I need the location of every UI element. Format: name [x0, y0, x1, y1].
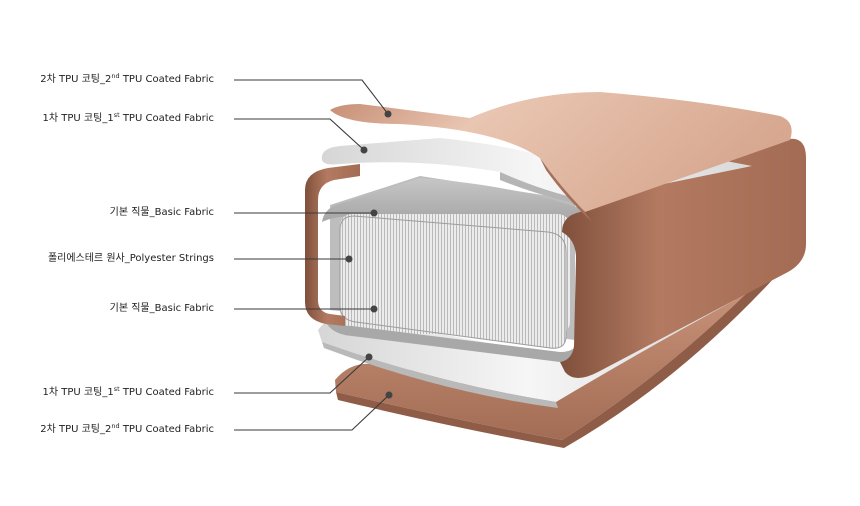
- top-outer-tpu-underside: [540, 158, 592, 222]
- bottom-basic-fabric: [322, 312, 584, 362]
- leader-dot-bottom-basic: [370, 305, 378, 313]
- leader-line-bottom-inner: [234, 356, 370, 394]
- leader-dot-top-basic: [370, 209, 378, 217]
- top-outer-tpu: [330, 92, 792, 212]
- label-top-outer-tpu: 2차 TPU 코팅_2nd TPU Coated Fabric: [40, 72, 214, 85]
- bottom-outer-tpu: [335, 256, 772, 440]
- label-top-inner-tpu: 1차 TPU 코팅_1st TPU Coated Fabric: [42, 111, 214, 124]
- leader-dot-top-outer: [384, 110, 392, 118]
- label-top-basic-fabric: 기본 직물_Basic Fabric: [109, 207, 214, 218]
- leader-line-top-outer: [234, 79, 389, 115]
- label-bottom-basic-fabric: 기본 직물_Basic Fabric: [109, 303, 214, 314]
- leader-dot-top-inner: [360, 146, 368, 154]
- leader-dot-bottom-outer: [385, 391, 393, 399]
- left-outer-tpu-wall: [305, 164, 360, 326]
- label-bottom-outer-tpu: 2차 TPU 코팅_2nd TPU Coated Fabric: [40, 422, 214, 435]
- strings-front-face: [339, 215, 567, 349]
- bottom-inner-tpu-edge: [322, 342, 558, 408]
- leader-dot-core: [345, 255, 353, 263]
- bottom-outer-tpu-edge: [336, 268, 776, 448]
- leader-line-top-inner: [234, 118, 365, 151]
- bottom-inner-tpu: [318, 290, 735, 402]
- label-polyester-strings: 폴리에스테르 원사_Polyester Strings: [47, 253, 214, 264]
- top-inner-tpu-lip: [500, 172, 588, 206]
- leader-line-bottom-outer: [234, 394, 390, 431]
- label-bottom-inner-tpu: 1차 TPU 코팅_1st TPU Coated Fabric: [42, 385, 214, 398]
- leader-dot-bottom-inner: [365, 353, 373, 361]
